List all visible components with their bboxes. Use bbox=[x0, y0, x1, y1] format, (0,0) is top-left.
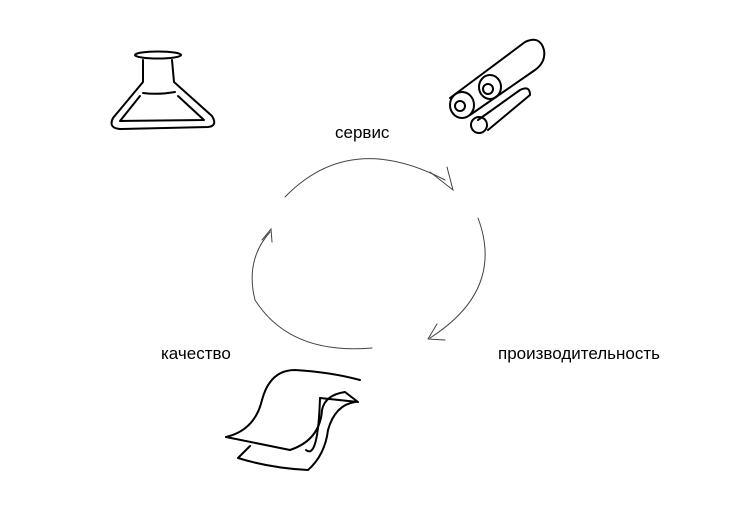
paper-sheets-icon bbox=[225, 369, 361, 471]
label-performance: производительность bbox=[498, 344, 660, 363]
arrow-performance bbox=[429, 217, 486, 339]
pipes-icon bbox=[449, 38, 546, 134]
cycle-arrows bbox=[251, 158, 486, 350]
arrow-quality bbox=[251, 231, 373, 350]
arrow-service bbox=[284, 158, 446, 198]
label-service: сервис bbox=[335, 123, 390, 142]
flask-icon bbox=[110, 50, 216, 130]
label-quality: качество bbox=[161, 344, 231, 363]
